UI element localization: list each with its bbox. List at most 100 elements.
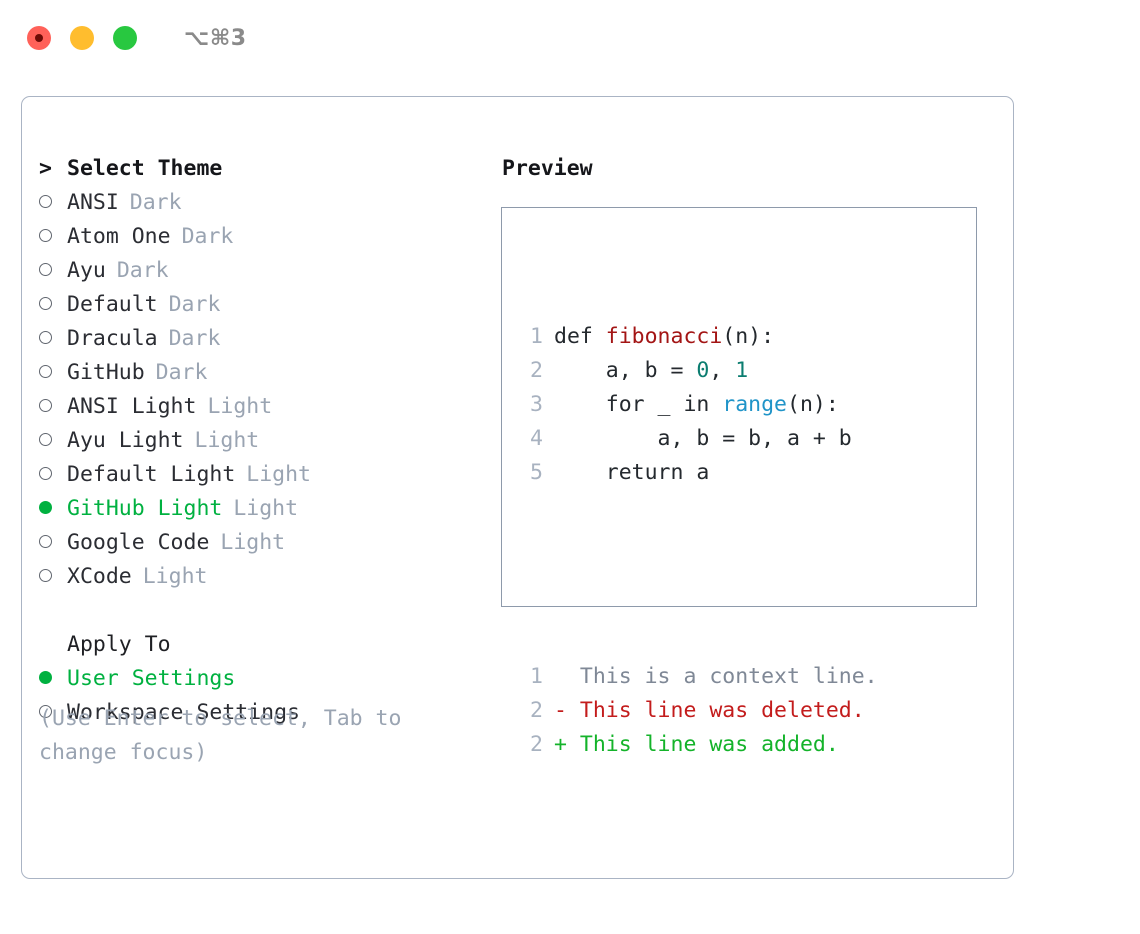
radio-selected-icon (39, 501, 52, 514)
radio-unselected-icon (39, 297, 52, 310)
theme-list-header: > Select Theme (39, 152, 499, 186)
item-label: Workspace Settings (67, 700, 300, 725)
radio-marker (39, 288, 67, 322)
theme-list-item[interactable]: Default Light Light (39, 458, 499, 492)
radio-selected-icon (39, 671, 52, 684)
item-variant-label: Dark (116, 258, 169, 283)
apply-to-header: Apply To (39, 628, 499, 662)
maximize-icon[interactable] (113, 26, 137, 50)
section-title: Apply To (67, 632, 171, 657)
theme-list-item[interactable]: Google Code Light (39, 526, 499, 560)
line-number: 5 (530, 460, 543, 485)
item-label: Ayu Light (67, 428, 184, 453)
diff-line: 1 This is a context line. (521, 660, 878, 694)
diff-text: + This line was added. (554, 732, 839, 757)
code-line: 3 for _ in range(n): (521, 388, 878, 422)
traffic-light-buttons (27, 26, 137, 50)
section-title: Select Theme (67, 156, 223, 181)
code-token-plain: , (709, 358, 736, 383)
radio-marker (39, 424, 67, 458)
radio-marker (39, 492, 67, 526)
code-blank-line (521, 558, 878, 592)
item-label: Ayu (67, 258, 106, 283)
line-number: 4 (530, 426, 543, 451)
code-token-kw: range (722, 392, 788, 417)
code-token-plain: (n): (787, 392, 839, 417)
item-label: ANSI (67, 190, 119, 215)
radio-marker (39, 662, 67, 696)
item-label: Google Code (67, 530, 210, 555)
code-line: 1 def fibonacci(n): (521, 320, 878, 354)
theme-list-item[interactable]: Dracula Dark (39, 322, 499, 356)
code-line: 2 a, b = 0, 1 (521, 354, 878, 388)
radio-marker (39, 254, 67, 288)
keyboard-hint-text: (Use Enter to select, Tab to change focu… (39, 706, 402, 765)
item-label: Atom One (67, 224, 171, 249)
radio-unselected-icon (39, 365, 52, 378)
diff-block: 1 This is a context line.2- This line wa… (521, 660, 878, 762)
item-variant-label: Light (142, 564, 208, 589)
radio-unselected-icon (39, 433, 52, 446)
item-variant-label: Light (220, 530, 286, 555)
minimize-icon[interactable] (70, 26, 94, 50)
diff-line: 2- This line was deleted. (521, 694, 878, 728)
code-token-num: 1 (735, 358, 749, 383)
radio-marker (39, 390, 67, 424)
line-number: 3 (530, 392, 543, 417)
theme-list-item[interactable]: Default Dark (39, 288, 499, 322)
code-token-fn: fibonacci (605, 324, 723, 349)
radio-unselected-icon (39, 195, 52, 208)
item-label: XCode (67, 564, 132, 589)
item-label: User Settings (67, 666, 236, 691)
item-variant-label: Dark (129, 190, 182, 215)
line-number: 1 (530, 324, 543, 349)
caret-icon: > (39, 156, 52, 181)
radio-unselected-icon (39, 467, 52, 480)
item-variant-label: Dark (168, 292, 221, 317)
radio-unselected-icon (39, 705, 52, 718)
theme-list-item[interactable]: XCode Light (39, 560, 499, 594)
line-number: 1 (530, 664, 543, 689)
theme-list-item[interactable]: Atom One Dark (39, 220, 499, 254)
radio-unselected-icon (39, 263, 52, 276)
keyboard-shortcut-label: ⌥⌘3 (184, 25, 247, 51)
code-token-plain: (n): (722, 324, 775, 349)
code-token-num: 0 (696, 358, 710, 383)
item-variant-label: Light (233, 496, 299, 521)
item-variant-label: Dark (168, 326, 221, 351)
title-bar: ⌥⌘3 (0, 0, 1140, 76)
item-variant-label: Dark (181, 224, 234, 249)
code-token-plain: def (554, 324, 606, 349)
radio-unselected-icon (39, 399, 52, 412)
apply-to-item[interactable]: User Settings (39, 662, 499, 696)
item-variant-label: Dark (155, 360, 208, 385)
item-label: Dracula (67, 326, 158, 351)
diff-text: - This line was deleted. (554, 698, 865, 723)
item-label: Default (67, 292, 158, 317)
code-line: 4 a, b = b, a + b (521, 422, 878, 456)
item-label: Default Light (67, 462, 236, 487)
close-icon[interactable] (27, 26, 51, 50)
line-number: 2 (530, 732, 543, 757)
list-spacer (39, 594, 499, 628)
apply-to-item[interactable]: Workspace Settings (39, 696, 499, 730)
line-number: 2 (530, 358, 543, 383)
code-token-plain: a, b = b, a + b (554, 426, 852, 451)
theme-list-item[interactable]: ANSI Dark (39, 186, 499, 220)
radio-marker (39, 560, 67, 594)
radio-unselected-icon (39, 569, 52, 582)
theme-list-item[interactable]: Ayu Dark (39, 254, 499, 288)
item-variant-label: Light (246, 462, 312, 487)
